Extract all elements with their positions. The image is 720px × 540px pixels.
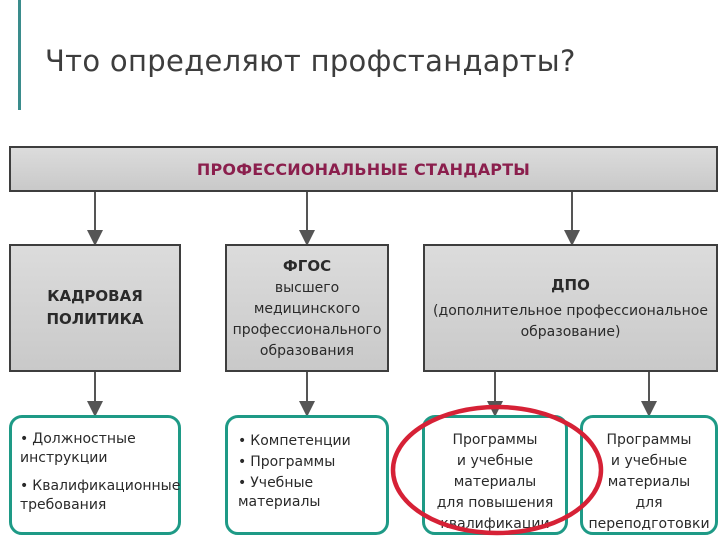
hr-policy-line1: КАДРОВАЯ [47,287,143,305]
list-item: •Учебные материалы [238,475,321,510]
fgos-line2: медицинского [253,300,361,317]
fgos-line3: профессионального [232,321,382,338]
dpo-retraining-box: Программы и учебные материалы для перепо… [580,415,718,535]
dpo-box: ДПО (дополнительное профессиональное обр… [423,244,718,372]
dpo-qualification-box: Программы и учебные материалы для повыше… [422,415,568,535]
hr-docs-list: •Должностные инструкции •Квалификационны… [20,430,180,524]
hr-policy-box: КАДРОВАЯ ПОЛИТИКА [9,244,181,372]
hr-policy-line2: ПОЛИТИКА [46,310,144,328]
hr-docs-box: •Должностные инструкции •Квалификационны… [9,415,181,535]
dpo-title: ДПО [551,275,590,294]
dpo-line1: (дополнительное профессиональное [433,302,708,319]
red-circle-highlight [390,404,604,536]
dpo-line2: образование) [520,323,621,340]
list-item: •Компетенции [238,433,351,449]
dpo-qualification-text: Программы и учебные материалы для повыше… [436,432,554,532]
prof-standards-label: ПРОФЕССИОНАЛЬНЫЕ СТАНДАРТЫ [196,159,531,179]
fgos-outcomes-box: •Компетенции •Программы •Учебные материа… [225,415,389,535]
dpo-retraining-text: Программы и учебные материалы для перепо… [588,432,710,532]
list-item: •Программы [238,454,336,470]
fgos-outcomes-list: •Компетенции •Программы •Учебные материа… [238,432,376,514]
list-item: •Квалификационные требования [20,478,181,513]
list-item: •Должностные инструкции [20,431,136,466]
fgos-line4: образования [259,342,355,359]
page-title: Что определяют профстандарты? [45,44,576,78]
title-accent-line [18,0,21,110]
fgos-box: ФГОС высшего медицинского профессиональн… [225,244,389,372]
fgos-line1: высшего [274,279,340,296]
prof-standards-box: ПРОФЕССИОНАЛЬНЫЕ СТАНДАРТЫ [9,146,718,192]
fgos-title: ФГОС [282,256,332,275]
